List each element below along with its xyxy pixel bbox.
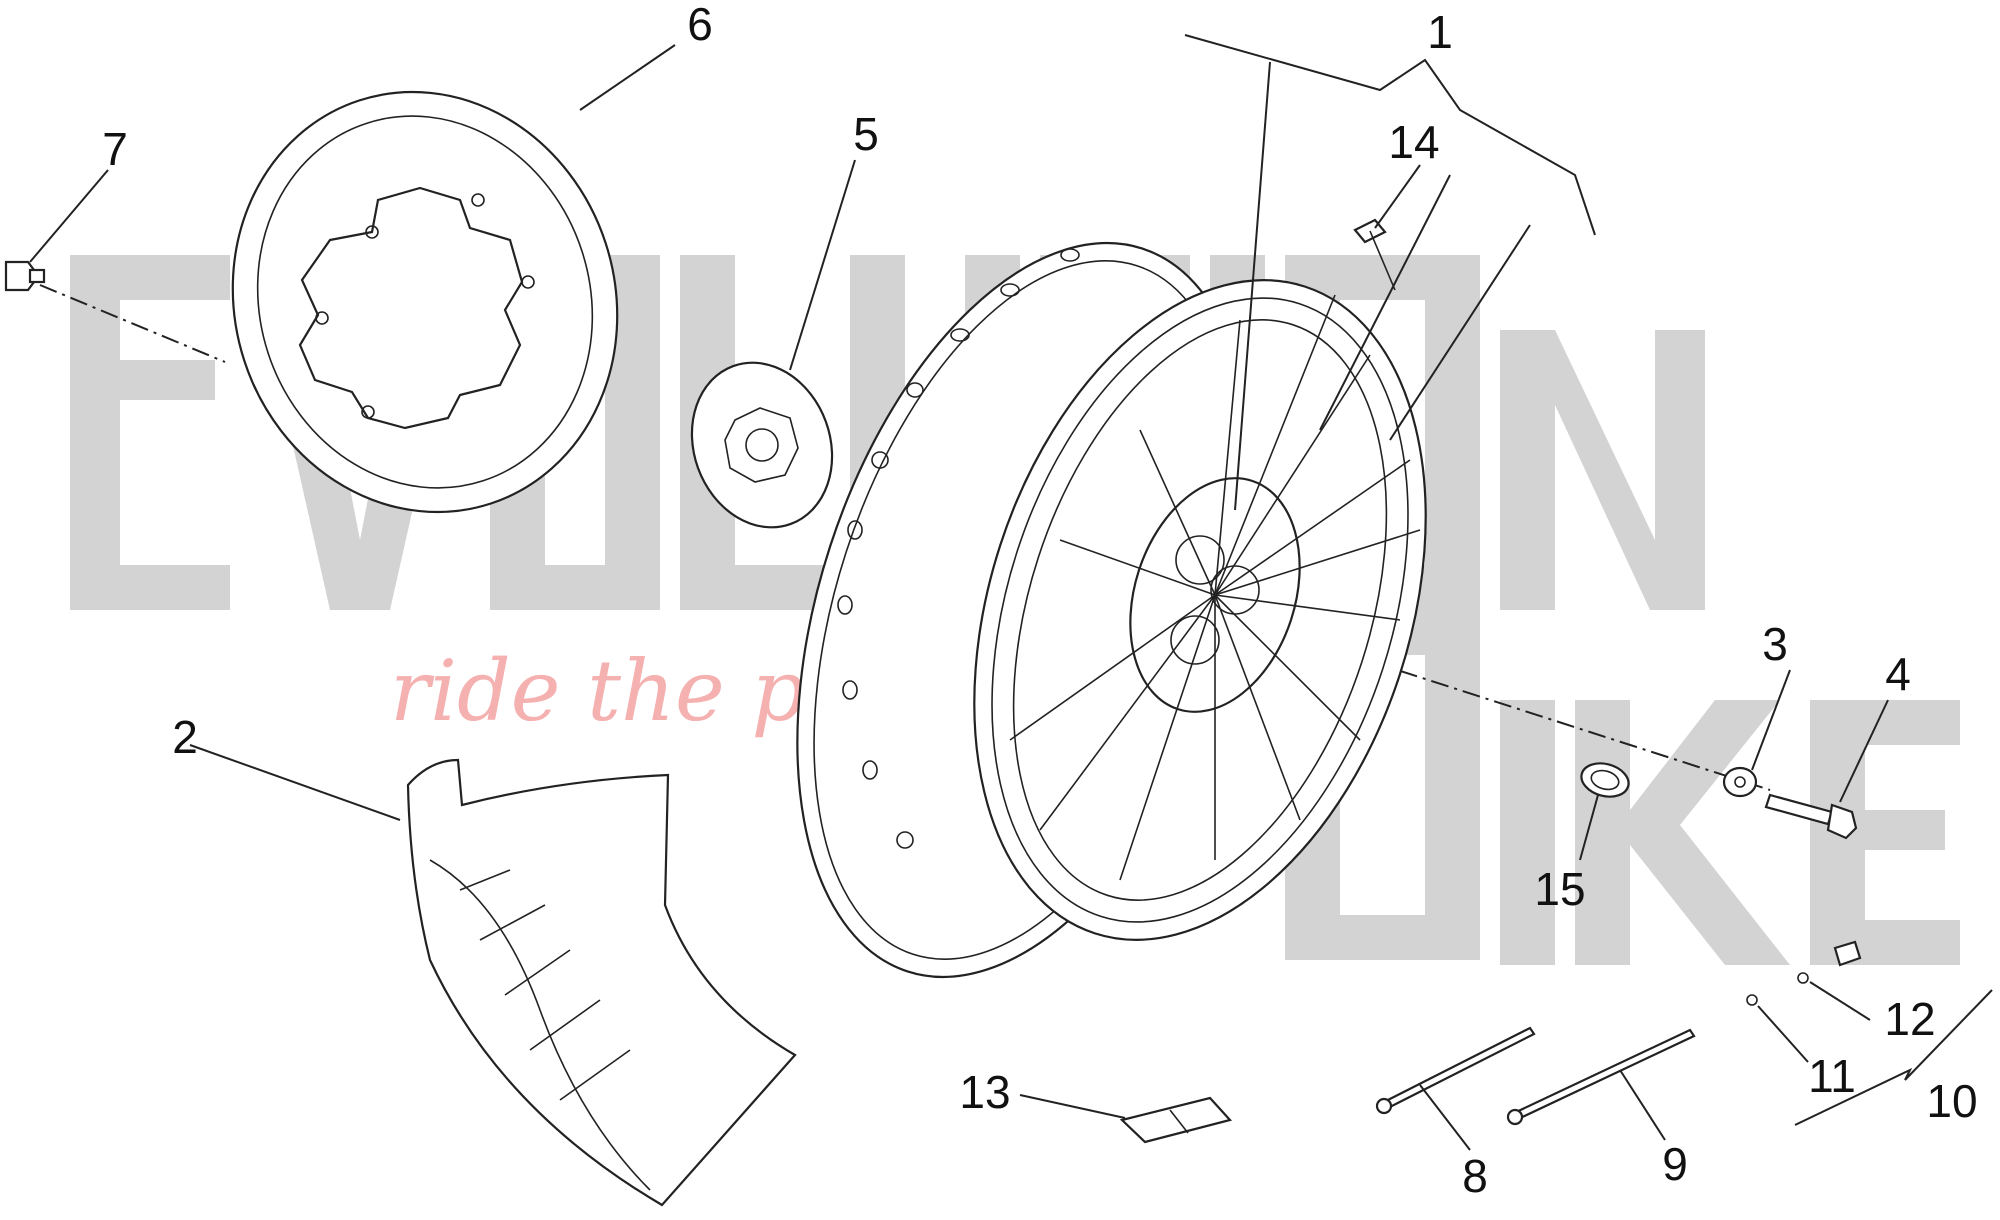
leader-9	[1619, 1069, 1666, 1141]
callout-2: 2	[172, 711, 198, 763]
wheel-spokes	[1009, 294, 1421, 881]
leader-8	[1419, 1084, 1471, 1151]
part-3-washer	[1722, 766, 1758, 798]
part-1-wheel-assembly	[796, 241, 1427, 979]
leader-15	[1579, 794, 1599, 861]
part-6-brake-disc	[231, 90, 619, 514]
callout-13: 13	[959, 1066, 1010, 1118]
watermark-letter-e2	[1810, 700, 1960, 965]
callout-5: 5	[853, 108, 879, 160]
leader-5	[789, 159, 856, 371]
watermark-letter-k	[1575, 700, 1790, 965]
leader-1-c	[1389, 224, 1531, 441]
part-12-nipple	[1797, 940, 1862, 984]
callout-8: 8	[1462, 1150, 1488, 1202]
callout-4: 4	[1885, 648, 1911, 700]
leader-7	[29, 169, 109, 263]
leader-12	[1809, 981, 1871, 1021]
leader-6	[579, 44, 676, 111]
leader-14	[1374, 164, 1421, 229]
part-15-spacer	[1580, 762, 1630, 798]
callout-10: 10	[1926, 1075, 1977, 1127]
part-2-tyre	[406, 758, 797, 1207]
callout-11: 11	[1808, 1050, 1856, 1102]
part-11-spoke-nipple	[1746, 994, 1758, 1006]
callout-15: 15	[1534, 863, 1585, 915]
leader-1-bracket	[1184, 34, 1596, 236]
part-9-spoke	[1506, 1028, 1696, 1126]
leader-10-bracket	[1794, 989, 1993, 1126]
part-8-spoke	[1375, 1026, 1536, 1115]
watermark-letter-i2	[1500, 700, 1555, 965]
leader-1-b	[1319, 174, 1451, 431]
leader-13	[1019, 1094, 1126, 1119]
callout-12: 12	[1884, 993, 1935, 1045]
callout-6: 6	[687, 0, 713, 50]
leader-2	[189, 744, 401, 821]
leader-4	[1839, 699, 1889, 803]
callout-9: 9	[1662, 1138, 1688, 1190]
watermark-letter-l	[680, 255, 830, 610]
leader-1-a	[1234, 61, 1271, 511]
callout-7: 7	[102, 123, 128, 175]
part-7-disc-screw	[4, 260, 46, 292]
callout-labels: 1 2 3 4 5 6 7 8 9 10 11 12 13 14 15	[102, 0, 1977, 1202]
watermark-letter-e	[70, 255, 230, 610]
rim-holes	[837, 248, 1080, 849]
watermark-letter-n	[1500, 330, 1705, 610]
axis-line-disc	[39, 284, 226, 363]
callout-1: 1	[1427, 6, 1453, 58]
leader-11	[1757, 1005, 1809, 1063]
part-5-tone-wheel	[690, 361, 834, 529]
callout-3: 3	[1762, 618, 1788, 670]
callout-14: 14	[1388, 116, 1439, 168]
part-4-axle-bolt	[1764, 793, 1858, 840]
part-13-balance-weight	[1119, 1096, 1233, 1144]
leader-3	[1751, 669, 1791, 771]
leader-lines	[29, 34, 1993, 1151]
